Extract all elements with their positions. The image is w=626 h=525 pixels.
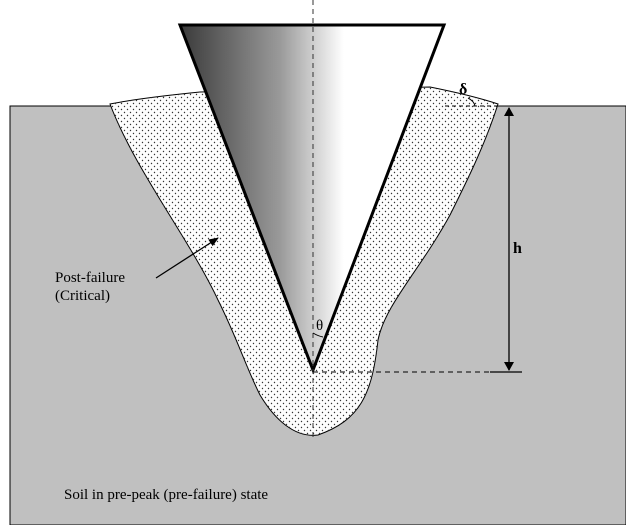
- theta-label: θ: [316, 318, 323, 334]
- delta-angle-arc: [467, 97, 476, 107]
- soil-state-label: Soil in pre-peak (pre-failure) state: [64, 487, 268, 503]
- height-label: h: [513, 240, 522, 257]
- theta-angle-arc: [312, 332, 324, 338]
- cone: [177, 23, 447, 375]
- post-failure-arrow: [155, 237, 219, 279]
- post-failure-label-critical: (Critical): [55, 288, 110, 304]
- delta-label: δ: [459, 81, 467, 98]
- post-failure-label: Post-failure: [55, 270, 125, 286]
